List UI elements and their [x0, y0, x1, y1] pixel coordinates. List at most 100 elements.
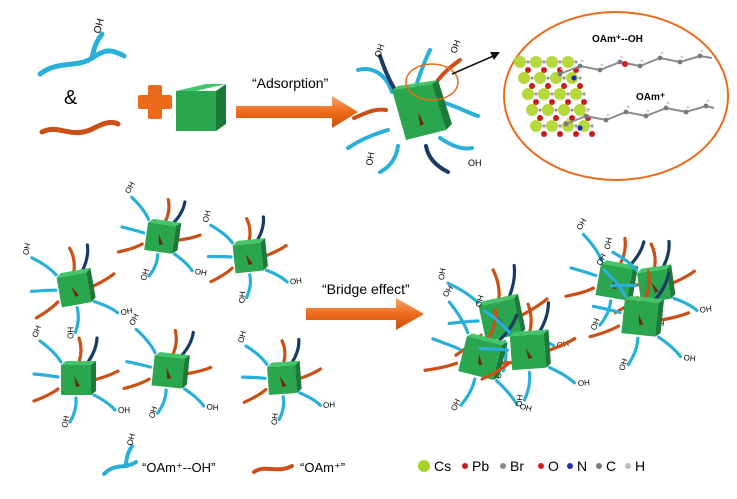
hydrogen-atom	[660, 51, 664, 55]
hydrogen-atom	[646, 109, 650, 113]
hydrogen-atom	[560, 67, 564, 71]
br-atom	[526, 60, 530, 64]
oh-label: OH	[201, 209, 213, 223]
carbon-atom	[583, 113, 589, 119]
legend-ligand-oh-icon: OH	[102, 432, 138, 476]
oh-label: OH	[237, 291, 247, 304]
cs-atom	[526, 104, 538, 116]
pb-atom	[561, 83, 567, 89]
cs-atom	[570, 88, 582, 100]
pb-atom	[537, 115, 543, 121]
nanocrystal-cube: OH OH OH	[30, 324, 130, 428]
oh-label: OH	[603, 236, 614, 250]
cs-atom	[574, 104, 586, 116]
oh-label: OH	[125, 432, 137, 446]
oh-label: OH	[699, 304, 712, 315]
oh-label: OH	[515, 394, 525, 407]
legend-ligand-plain-label: “OAm⁺”	[300, 460, 345, 475]
carbon-atom	[663, 105, 669, 111]
oh-label: OH	[449, 397, 462, 412]
cs-atom	[534, 72, 546, 84]
oh-label: OH	[21, 242, 32, 256]
zoom-label-oh: OAm⁺--OH	[592, 34, 643, 45]
legend-ligand-plain-icon	[252, 464, 294, 474]
cs-atom	[546, 56, 558, 68]
atom-swatch	[625, 463, 631, 469]
pb-atom	[549, 99, 555, 105]
carbon-atom	[597, 67, 603, 73]
pb-atom	[533, 99, 539, 105]
br-atom	[542, 60, 546, 64]
oxygen-atom	[622, 61, 628, 67]
hydrogen-atom	[626, 105, 630, 109]
carbon-atom	[623, 109, 629, 115]
oh-label: OH	[66, 327, 75, 339]
legend-atom-cs: Cs	[418, 458, 451, 474]
atom-symbol: C	[606, 458, 616, 474]
oh-label: OH	[118, 406, 130, 415]
zoom-pointer-arrow	[451, 52, 500, 75]
carbon-atom	[557, 71, 563, 77]
br-atom	[574, 60, 578, 64]
oh-label: OH	[323, 400, 336, 410]
ligand-plain-icon	[39, 119, 121, 136]
zoom-inset: OAm⁺--OH OAm⁺	[503, 11, 729, 181]
hydrogen-atom	[620, 55, 624, 59]
oh-label: OH	[448, 39, 462, 55]
cs-atom	[562, 56, 574, 68]
pb-atom	[525, 67, 531, 73]
legend-atom-h: H	[625, 458, 645, 474]
legend-atom-pb: Pb	[462, 458, 489, 474]
oh-label: OH	[60, 415, 71, 429]
br-atom	[550, 92, 554, 96]
br-atom	[546, 76, 550, 80]
carbon-atom	[657, 55, 663, 61]
br-atom	[534, 92, 538, 96]
plus-icon	[138, 85, 172, 119]
hydrogen-atom	[606, 113, 610, 117]
cs-atom	[558, 104, 570, 116]
cs-atom	[522, 88, 534, 100]
oh-label: OH	[92, 17, 107, 34]
carbon-atom	[703, 103, 709, 109]
hydrogen-atom	[566, 117, 570, 121]
carbon-atom	[603, 117, 609, 123]
br-atom	[538, 108, 542, 112]
atom-swatch	[500, 463, 506, 469]
cs-atom	[542, 104, 554, 116]
atom-symbol: N	[577, 458, 587, 474]
oh-label: OH	[147, 405, 159, 419]
carbon-atom	[617, 59, 623, 65]
br-atom	[574, 124, 578, 128]
br-atom	[590, 124, 594, 128]
br-atom	[566, 92, 570, 96]
br-atom	[554, 108, 558, 112]
chain-atoms	[557, 49, 710, 131]
br-atom	[530, 76, 534, 80]
oh-label: OH	[289, 276, 302, 286]
pb-atom	[541, 131, 547, 137]
legend-atom-n: N	[567, 458, 587, 474]
hydrogen-atom	[586, 109, 590, 113]
pb-atom	[545, 83, 551, 89]
zoom-label-plain: OAm⁺	[636, 92, 665, 103]
pb-atom	[529, 83, 535, 89]
cs-atom	[554, 88, 566, 100]
functionalized-cube-top: OH OH OH OH	[346, 39, 482, 174]
carbon-atom	[563, 121, 569, 127]
pb-atom	[541, 67, 547, 73]
atom-swatch	[567, 463, 573, 469]
oh-label: OH	[474, 294, 486, 308]
atom-symbol: O	[548, 458, 559, 474]
ampersand-label: &	[64, 87, 78, 109]
oh-label: OH	[519, 402, 533, 414]
atom-symbol: Pb	[472, 458, 489, 474]
adsorption-label: “Adsorption”	[252, 75, 329, 91]
oh-label: OH	[364, 151, 376, 166]
